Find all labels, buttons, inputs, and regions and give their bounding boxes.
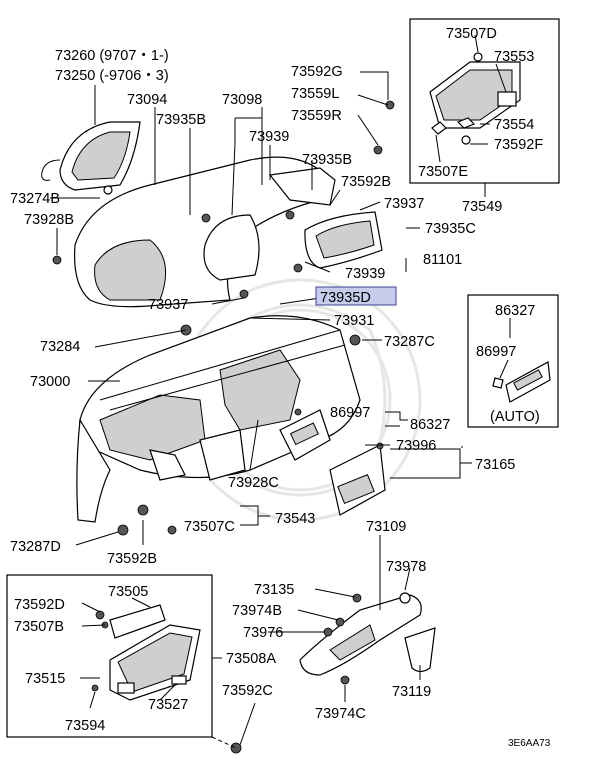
auto-switch-part[interactable]	[492, 361, 551, 403]
label-73274B[interactable]: 73274B	[10, 191, 60, 207]
label-73594[interactable]: 73594	[65, 718, 105, 734]
upper-glove-box-part[interactable]	[304, 211, 383, 269]
label-73287D[interactable]: 73287D	[10, 539, 61, 555]
center-bezel-part[interactable]	[329, 444, 386, 516]
label-auto[interactable]: (AUTO)	[490, 409, 540, 425]
label-73935B-b[interactable]: 73935B	[302, 152, 352, 168]
label-73928C[interactable]: 73928C	[228, 475, 279, 491]
label-73559L[interactable]: 73559L	[291, 86, 339, 102]
label-73507C[interactable]: 73507C	[184, 519, 235, 535]
label-73000[interactable]: 73000	[30, 374, 70, 390]
label-73287C[interactable]: 73287C	[384, 334, 435, 350]
label-73284[interactable]: 73284	[40, 339, 80, 355]
highlight-73935D	[315, 286, 397, 306]
part-labels: 73260 (9707・1-) 73250 (-9706・3) 73094 73…	[10, 26, 551, 749]
label-73507E[interactable]: 73507E	[418, 164, 468, 180]
label-73135[interactable]: 73135	[254, 582, 294, 598]
label-73928B[interactable]: 73928B	[24, 212, 74, 228]
label-73939-a[interactable]: 73939	[249, 129, 289, 145]
glove-box-box	[6, 574, 213, 738]
label-86327-b[interactable]: 86327	[410, 417, 450, 433]
label-86327-a[interactable]: 86327	[495, 303, 535, 319]
label-73935D[interactable]: 73935D	[320, 290, 371, 306]
label-73098[interactable]: 73098	[222, 92, 262, 108]
center-panel-part[interactable]	[73, 156, 336, 308]
console-lower-part[interactable]	[299, 592, 422, 676]
label-73559R[interactable]: 73559R	[291, 108, 342, 124]
diagram-code: 3E6AA73	[508, 738, 551, 749]
label-73554[interactable]: 73554	[494, 117, 534, 133]
label-73507B[interactable]: 73507B	[14, 619, 64, 635]
label-73974C[interactable]: 73974C	[315, 706, 366, 722]
label-73549[interactable]: 73549	[462, 199, 502, 215]
label-73094[interactable]: 73094	[127, 92, 167, 108]
label-73939-b[interactable]: 73939	[345, 266, 385, 282]
label-73931[interactable]: 73931	[334, 313, 374, 329]
label-81101[interactable]: 81101	[423, 252, 462, 268]
label-73592G[interactable]: 73592G	[291, 64, 343, 80]
leader-lines	[50, 34, 511, 749]
label-73543[interactable]: 73543	[275, 511, 315, 527]
console-cover-part[interactable]	[404, 627, 436, 673]
label-86997-b[interactable]: 86997	[330, 405, 370, 421]
label-73515[interactable]: 73515	[25, 671, 65, 687]
label-73935B-a[interactable]: 73935B	[156, 112, 206, 128]
center-pocket-part[interactable]	[429, 52, 521, 145]
label-73974B[interactable]: 73974B	[232, 603, 282, 619]
label-86997-a[interactable]: 86997	[476, 344, 516, 360]
switch-panel-part[interactable]	[279, 409, 331, 461]
label-73978[interactable]: 73978	[386, 559, 426, 575]
label-73250[interactable]: 73250 (-9706・3)	[55, 68, 169, 84]
label-73592B-b[interactable]: 73592B	[107, 551, 157, 567]
label-73976[interactable]: 73976	[243, 625, 283, 641]
label-73937-a[interactable]: 73937	[384, 196, 424, 212]
label-73119[interactable]: 73119	[392, 684, 431, 700]
label-73937-b[interactable]: 73937	[148, 297, 188, 313]
glove-box-part[interactable]	[109, 604, 201, 701]
label-73165[interactable]: 73165	[475, 457, 515, 473]
label-73505[interactable]: 73505	[108, 584, 148, 600]
label-73935C[interactable]: 73935C	[425, 221, 476, 237]
label-73996[interactable]: 73996	[396, 438, 436, 454]
meter-hood-part[interactable]	[41, 121, 141, 195]
label-73527[interactable]: 73527	[148, 697, 188, 713]
label-73592C[interactable]: 73592C	[222, 683, 273, 699]
label-73592D[interactable]: 73592D	[14, 597, 65, 613]
label-73592B-a[interactable]: 73592B	[341, 174, 391, 190]
label-73260[interactable]: 73260 (9707・1-)	[55, 48, 169, 64]
label-73507D[interactable]: 73507D	[446, 26, 497, 42]
label-73109[interactable]: 73109	[366, 519, 406, 535]
label-73508A[interactable]: 73508A	[226, 651, 276, 667]
label-73592F[interactable]: 73592F	[494, 137, 543, 153]
label-73553[interactable]: 73553	[494, 49, 534, 65]
auto-switch-box	[467, 294, 559, 428]
